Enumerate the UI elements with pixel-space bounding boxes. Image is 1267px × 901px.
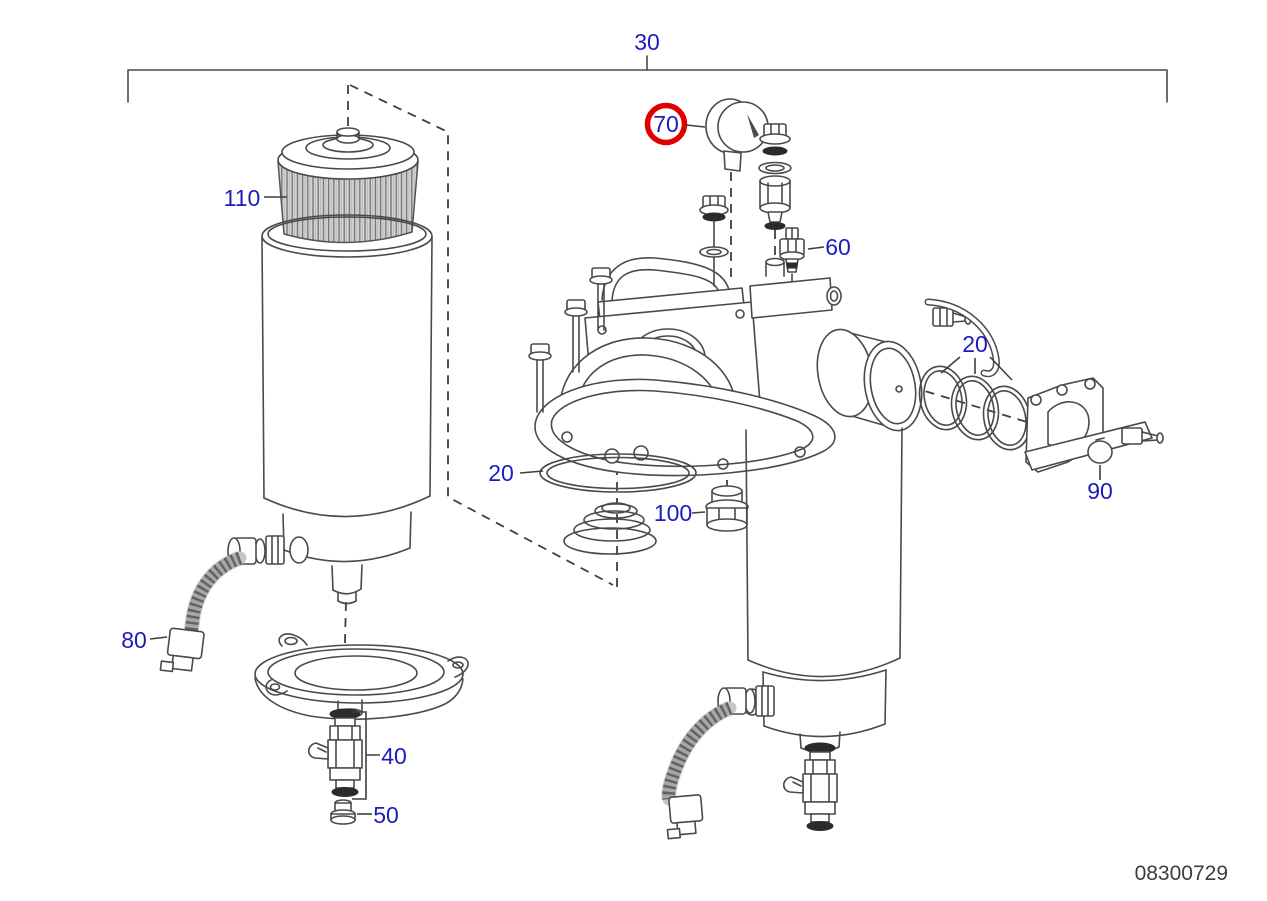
mounting-flange (254, 633, 469, 720)
drain-valve-left (307, 708, 363, 798)
callout-drain-plug-50[interactable]: 50 (373, 802, 399, 828)
check-valve (1087, 437, 1113, 464)
callout-harness-80[interactable]: 80 (121, 627, 147, 653)
bowl-plug (705, 485, 749, 532)
pressure-gauge (705, 98, 769, 172)
leaders-20-outlet (940, 356, 1013, 381)
assembly-group-bracket (127, 55, 1168, 103)
gauge-adapter-fitting (758, 123, 792, 277)
callout-drain-valve-40[interactable]: 40 (381, 743, 407, 769)
head-oring (539, 453, 697, 493)
leader-70 (685, 124, 706, 128)
leader-80 (149, 636, 168, 640)
callout-check-valve-90[interactable]: 90 (1087, 478, 1113, 504)
filter-bowl-right (742, 427, 903, 753)
callout-filter-element-110[interactable]: 110 (224, 185, 261, 211)
water-sensor-harness-right (661, 685, 775, 840)
gauge-needle (747, 114, 759, 138)
outlet-orings (918, 365, 1032, 451)
filter-bowl-left (261, 214, 433, 605)
leader-100 (691, 511, 706, 514)
highlight-circle (644, 102, 688, 146)
water-sensor-harness (159, 535, 285, 673)
callout-head-oring-20[interactable]: 20 (488, 460, 514, 486)
bracket-40 (352, 711, 380, 800)
filter-head (528, 257, 1000, 477)
harness-connector (159, 627, 205, 673)
head-bolts (528, 267, 613, 413)
spring-seal (563, 502, 657, 555)
drain-valve-right (782, 742, 838, 832)
bracket-plate (1024, 377, 1164, 473)
callout-bowl-plug-100[interactable]: 100 (654, 500, 692, 526)
drawing-number: 08300729 (1135, 862, 1228, 885)
leader-20-head (519, 470, 544, 474)
callout-sensor-60[interactable]: 60 (825, 234, 851, 260)
drain-plug (330, 799, 356, 825)
callout-outlet-orings-20[interactable]: 20 (962, 331, 988, 357)
leader-60 (807, 246, 825, 250)
callout-group-30[interactable]: 30 (634, 29, 660, 55)
filter-element (277, 127, 419, 244)
harness-connector-right (666, 794, 704, 840)
callout-gauge-70[interactable]: 70 (653, 111, 679, 137)
banjo-bolt-fitting (699, 195, 729, 287)
